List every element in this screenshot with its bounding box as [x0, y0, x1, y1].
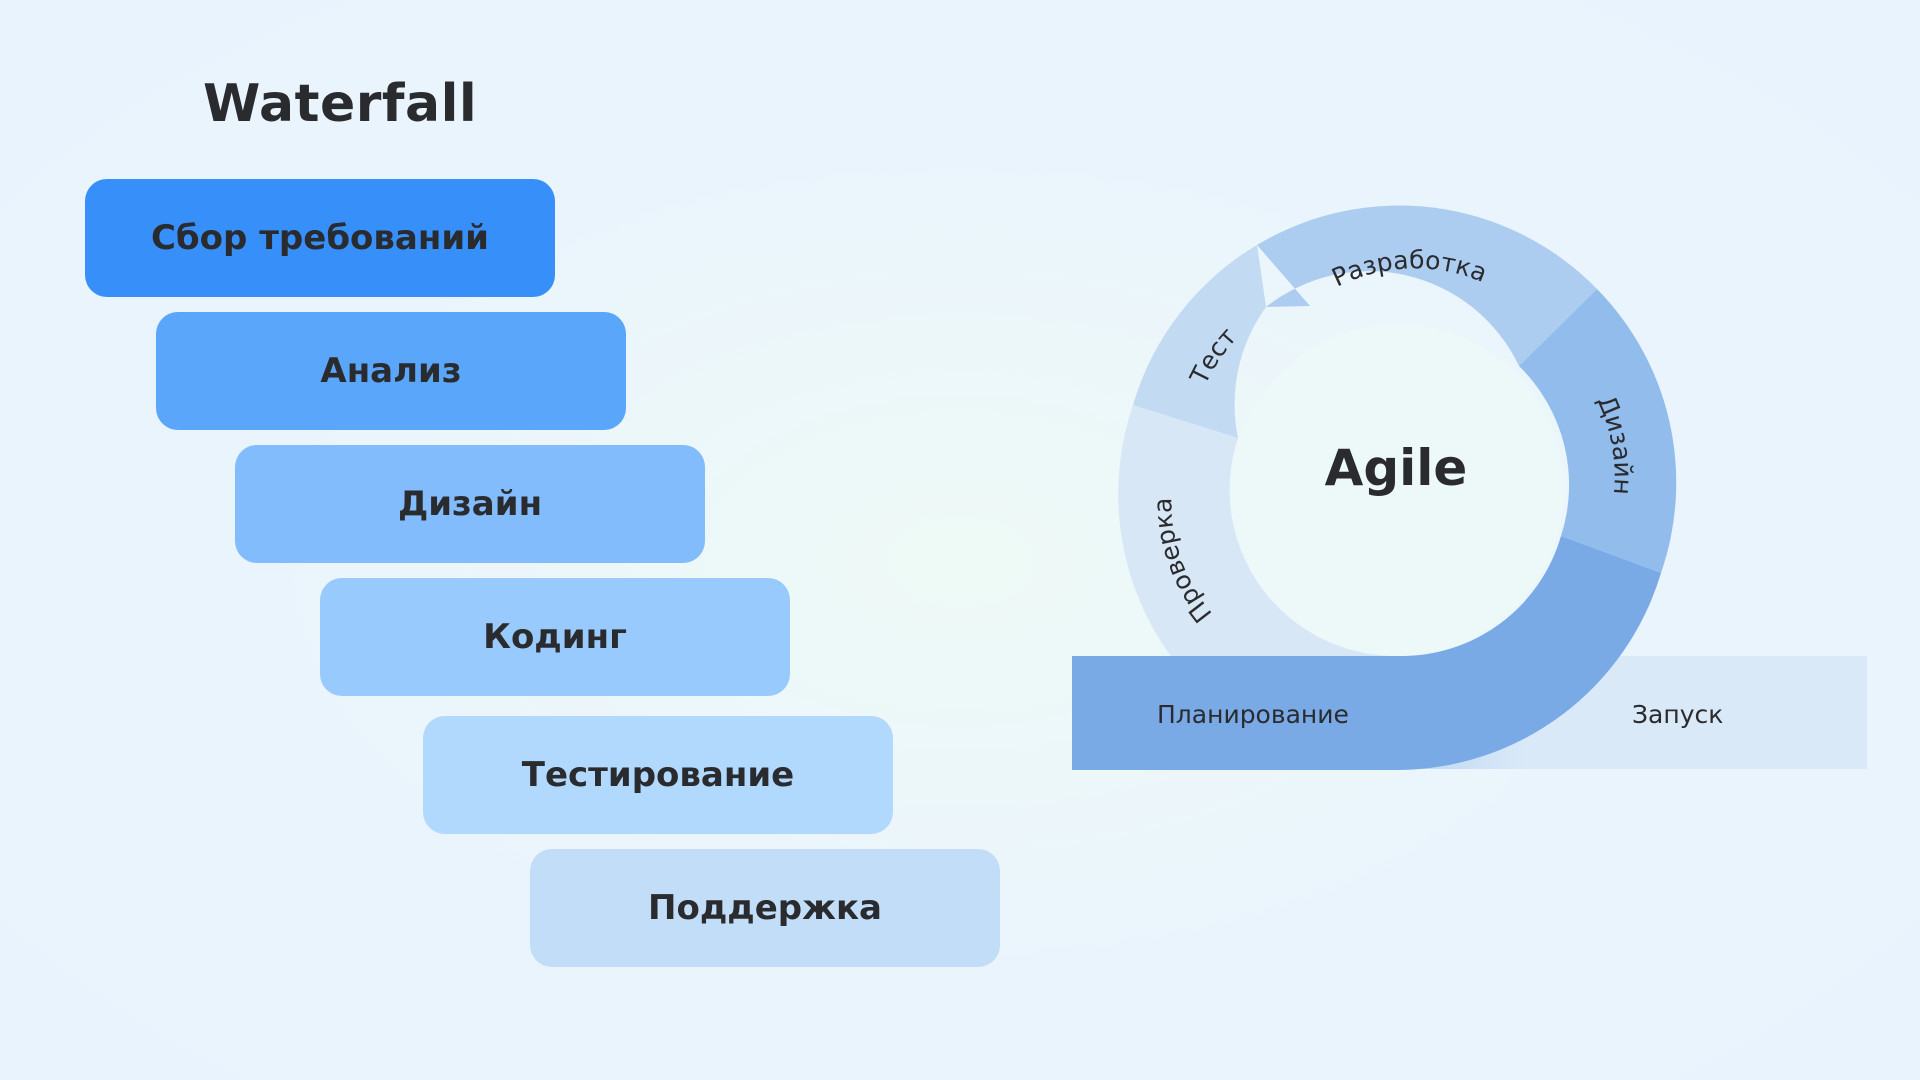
- launch-label: Запуск: [1632, 700, 1723, 729]
- waterfall-step-requirements: Сбор требований: [85, 179, 555, 297]
- ring-segment-test: [1133, 245, 1266, 438]
- planning-label: Планирование: [1157, 700, 1349, 729]
- ring-segment-development: [1257, 205, 1597, 366]
- waterfall-step-label: Дизайн: [397, 484, 543, 524]
- agile-inner-circle: [1232, 324, 1564, 656]
- waterfall-step-testing: Тестирование: [423, 716, 893, 834]
- waterfall-step-analysis: Анализ: [156, 312, 626, 430]
- waterfall-step-support: Поддержка: [530, 849, 1000, 967]
- waterfall-step-coding: Кодинг: [320, 578, 790, 696]
- waterfall-step-label: Поддержка: [648, 888, 882, 928]
- waterfall-step-label: Анализ: [320, 351, 462, 391]
- waterfall-step-label: Сбор требований: [150, 218, 490, 258]
- planning-bar: [1072, 536, 1661, 770]
- waterfall-title: Waterfall: [203, 74, 478, 134]
- ring-segment-design: [1519, 289, 1677, 573]
- agile-center-label: Agile: [1325, 439, 1468, 497]
- waterfall-step-label: Тестирование: [521, 755, 795, 795]
- waterfall-step-label: Кодинг: [483, 617, 627, 657]
- waterfall-step-design: Дизайн: [235, 445, 705, 563]
